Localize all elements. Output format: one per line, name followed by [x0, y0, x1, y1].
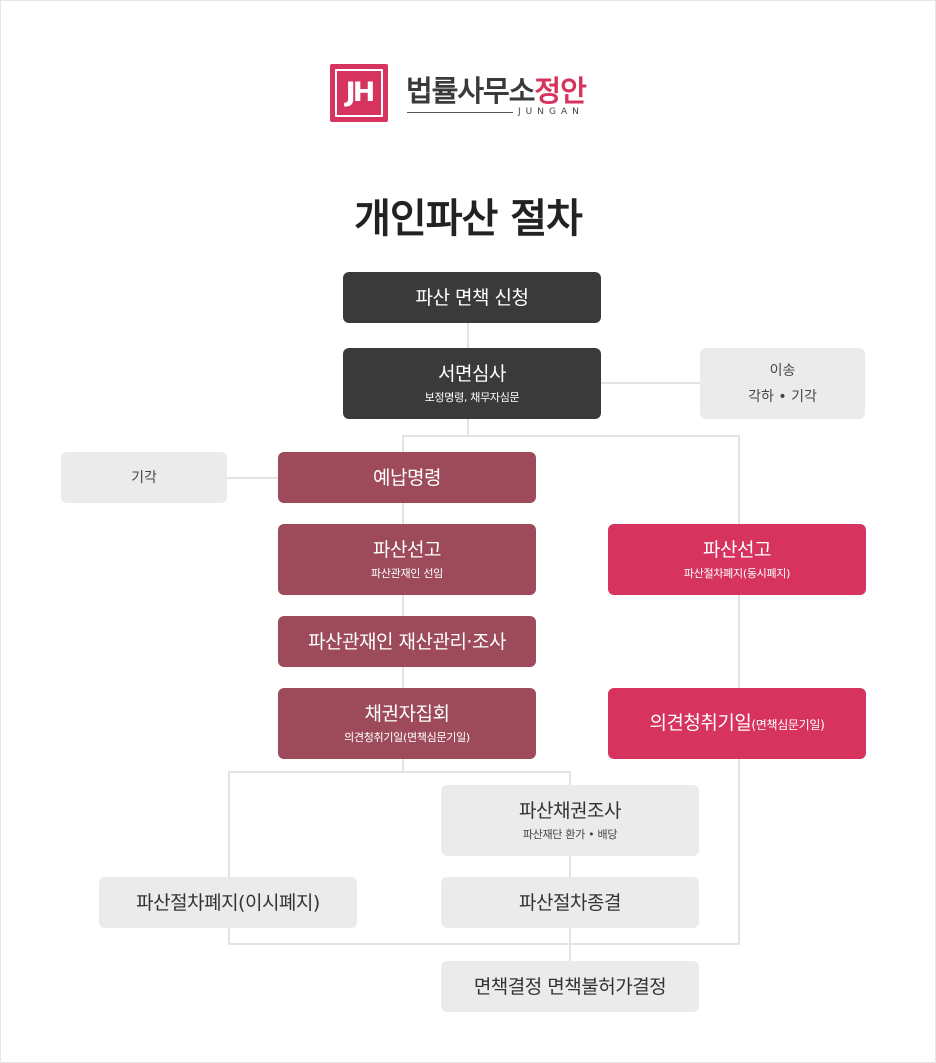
connector-far-left-drop — [228, 771, 230, 945]
connector-left-spine — [402, 435, 404, 773]
logo-mark-border — [335, 69, 383, 117]
connector-dismiss — [226, 477, 278, 479]
node-review-title: 서면심사 — [438, 363, 506, 385]
connector-review-down — [467, 418, 469, 437]
node-objection-title: 의견청취기일(면책심문기일) — [649, 711, 824, 737]
node-dismiss: 기각 — [61, 452, 227, 503]
node-claims-sub: 파산재단 환가 • 배당 — [522, 828, 618, 841]
node-declare-left-sub: 파산관재인 선임 — [371, 567, 443, 580]
node-objection-title-small: (면책심문기일) — [751, 717, 825, 732]
node-transfer: 이송 각하 • 기각 — [700, 348, 865, 419]
node-creditors-sub: 의견청취기일(면책심문기일) — [344, 731, 470, 744]
node-prepay-title: 예납명령 — [373, 466, 441, 489]
node-dismiss-title: 기각 — [131, 469, 157, 486]
node-prepay: 예납명령 — [278, 452, 536, 503]
node-final: 면책결정 면책불허가결정 — [441, 961, 699, 1012]
logo-name: 법률사무소정안 — [406, 68, 587, 110]
logo-mark-glyph: JH — [345, 77, 376, 108]
node-creditors-title: 채권자집회 — [364, 703, 450, 725]
page-title: 개인파산 절차 — [354, 196, 583, 242]
logo-mark: JH — [330, 64, 388, 122]
node-objection-title-main: 의견청취기일 — [649, 711, 752, 734]
node-trustee-title: 파산관재인 재산관리·조사 — [308, 630, 506, 653]
logo-name-accent: 정안 — [534, 74, 586, 108]
node-end-title: 파산절차종결 — [519, 891, 621, 914]
node-declare-right-title: 파산선고 — [703, 539, 771, 561]
node-declare-left-title: 파산선고 — [373, 539, 441, 561]
node-review-sub: 보정명령, 채무자심문 — [424, 391, 520, 404]
node-transfer-line2: 각하 • 기각 — [748, 388, 817, 405]
logo-divider — [407, 112, 513, 113]
node-transfer-line1: 이송 — [769, 362, 796, 379]
logo-name-main: 법률사무소 — [406, 74, 535, 108]
node-final-title: 면책결정 면책불허가결정 — [473, 975, 667, 998]
node-review: 서면심사 보정명령, 채무자심문 — [343, 348, 601, 419]
connector-bottom-merge — [228, 943, 740, 945]
node-claims-title: 파산채권조사 — [519, 800, 621, 822]
node-claims: 파산채권조사 파산재단 환가 • 배당 — [441, 785, 699, 856]
connector-review-transfer — [600, 382, 700, 384]
node-trustee: 파산관재인 재산관리·조사 — [278, 616, 536, 667]
node-declare-right-sub: 파산절차폐지(동시폐지) — [683, 567, 791, 580]
node-end: 파산절차종결 — [441, 877, 699, 928]
node-apply: 파산 면책 신청 — [343, 272, 601, 323]
node-declare-right: 파산선고 파산절차폐지(동시폐지) — [608, 524, 866, 595]
node-objection: 의견청취기일(면책심문기일) — [608, 688, 866, 759]
connector-apply-review — [467, 322, 469, 348]
logo-subtitle: JUNGAN — [518, 107, 584, 117]
node-creditors: 채권자집회 의견청취기일(면책심문기일) — [278, 688, 536, 759]
connector-center-drop — [569, 771, 571, 963]
connector-branch-horizontal — [402, 435, 740, 437]
connector-bottom-split — [228, 771, 571, 773]
node-abolish-title: 파산절차폐지(이시폐지) — [136, 891, 320, 914]
node-apply-title: 파산 면책 신청 — [415, 286, 529, 309]
node-declare-left: 파산선고 파산관재인 선임 — [278, 524, 536, 595]
node-abolish: 파산절차폐지(이시폐지) — [99, 877, 357, 928]
